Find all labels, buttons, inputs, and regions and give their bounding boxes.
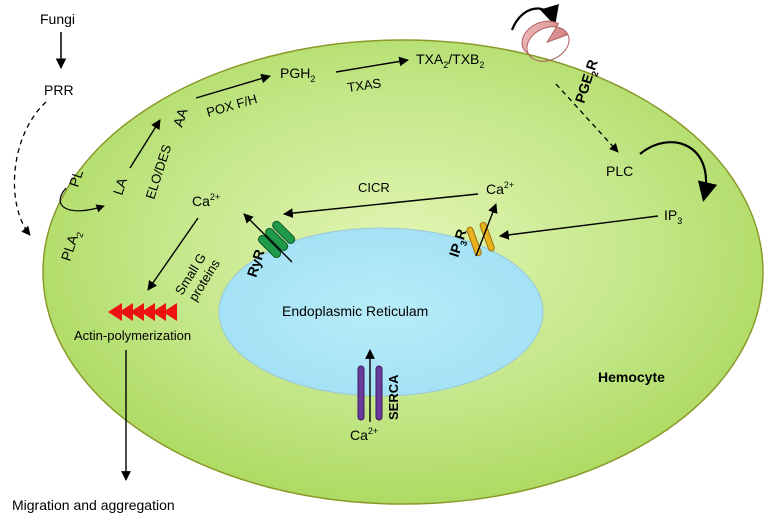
la-label-group: LA xyxy=(110,175,131,197)
la-label: LA xyxy=(110,175,131,197)
pl-to-la-curve xyxy=(59,187,105,213)
aa-to-pgh2-arrow xyxy=(195,73,271,99)
plc-label: PLC xyxy=(606,163,633,179)
ip3-label: IP3 xyxy=(664,207,682,226)
pge2-receptor-icon xyxy=(521,20,570,62)
ca-left-label: Ca2+ xyxy=(192,192,220,209)
pgh2-to-txa2-arrow xyxy=(335,56,409,73)
txa2-to-receptor-curve xyxy=(510,3,559,31)
ip3r-label-group: IP3R xyxy=(446,227,473,260)
er-label: Endoplasmic Reticulam xyxy=(282,303,428,319)
aa-label: AA xyxy=(170,106,191,129)
cicr-arrow xyxy=(283,193,479,218)
serca-pump-icon xyxy=(357,365,383,421)
fungi-label: Fungi xyxy=(40,11,75,27)
pgh2-label: PGH2 xyxy=(280,65,315,84)
prr-to-pla2-dashed-arrow xyxy=(13,101,47,236)
ip3r-efflux-arrow xyxy=(475,203,498,257)
actin-arrow-icon xyxy=(108,303,177,321)
la-to-aa-arrow xyxy=(129,119,161,169)
ryr-efflux-arrow xyxy=(243,213,293,263)
serca-label: SERCA xyxy=(386,374,401,420)
serca-label-group: SERCA xyxy=(386,374,401,420)
pla2-label-group: PLA2 xyxy=(58,228,86,264)
txas-label: TXAS xyxy=(346,75,382,95)
txa2-txb2-label: TXA2/TXB2 xyxy=(416,51,484,70)
pl-label-group: PL xyxy=(66,167,87,188)
pl-label: PL xyxy=(66,167,87,188)
ip3-to-ip3r-arrow xyxy=(499,215,659,240)
ca-to-actin-arrow xyxy=(147,217,199,291)
plc-to-ip3-curve xyxy=(639,141,718,202)
pla2-label: PLA2 xyxy=(58,228,86,264)
ca-right-label: Ca2+ xyxy=(486,180,514,197)
ip3r-label: IP3R xyxy=(446,227,473,260)
txas-label-group: TXAS xyxy=(346,75,382,95)
prr-label: PRR xyxy=(44,82,74,98)
actin-label: Actin-polymerization xyxy=(74,328,191,343)
migration-label: Migration and aggregation xyxy=(12,497,175,513)
ip3r-channel-icon xyxy=(466,221,495,257)
ryr-channel-icon xyxy=(257,220,296,259)
hemocyte-label: Hemocyte xyxy=(598,369,665,385)
aa-label-group: AA xyxy=(170,106,191,129)
receptor-to-plc-dashed-arrow xyxy=(555,83,619,153)
cicr-label: CICR xyxy=(358,180,390,195)
ca-bottom-label: Ca2+ xyxy=(350,426,378,443)
